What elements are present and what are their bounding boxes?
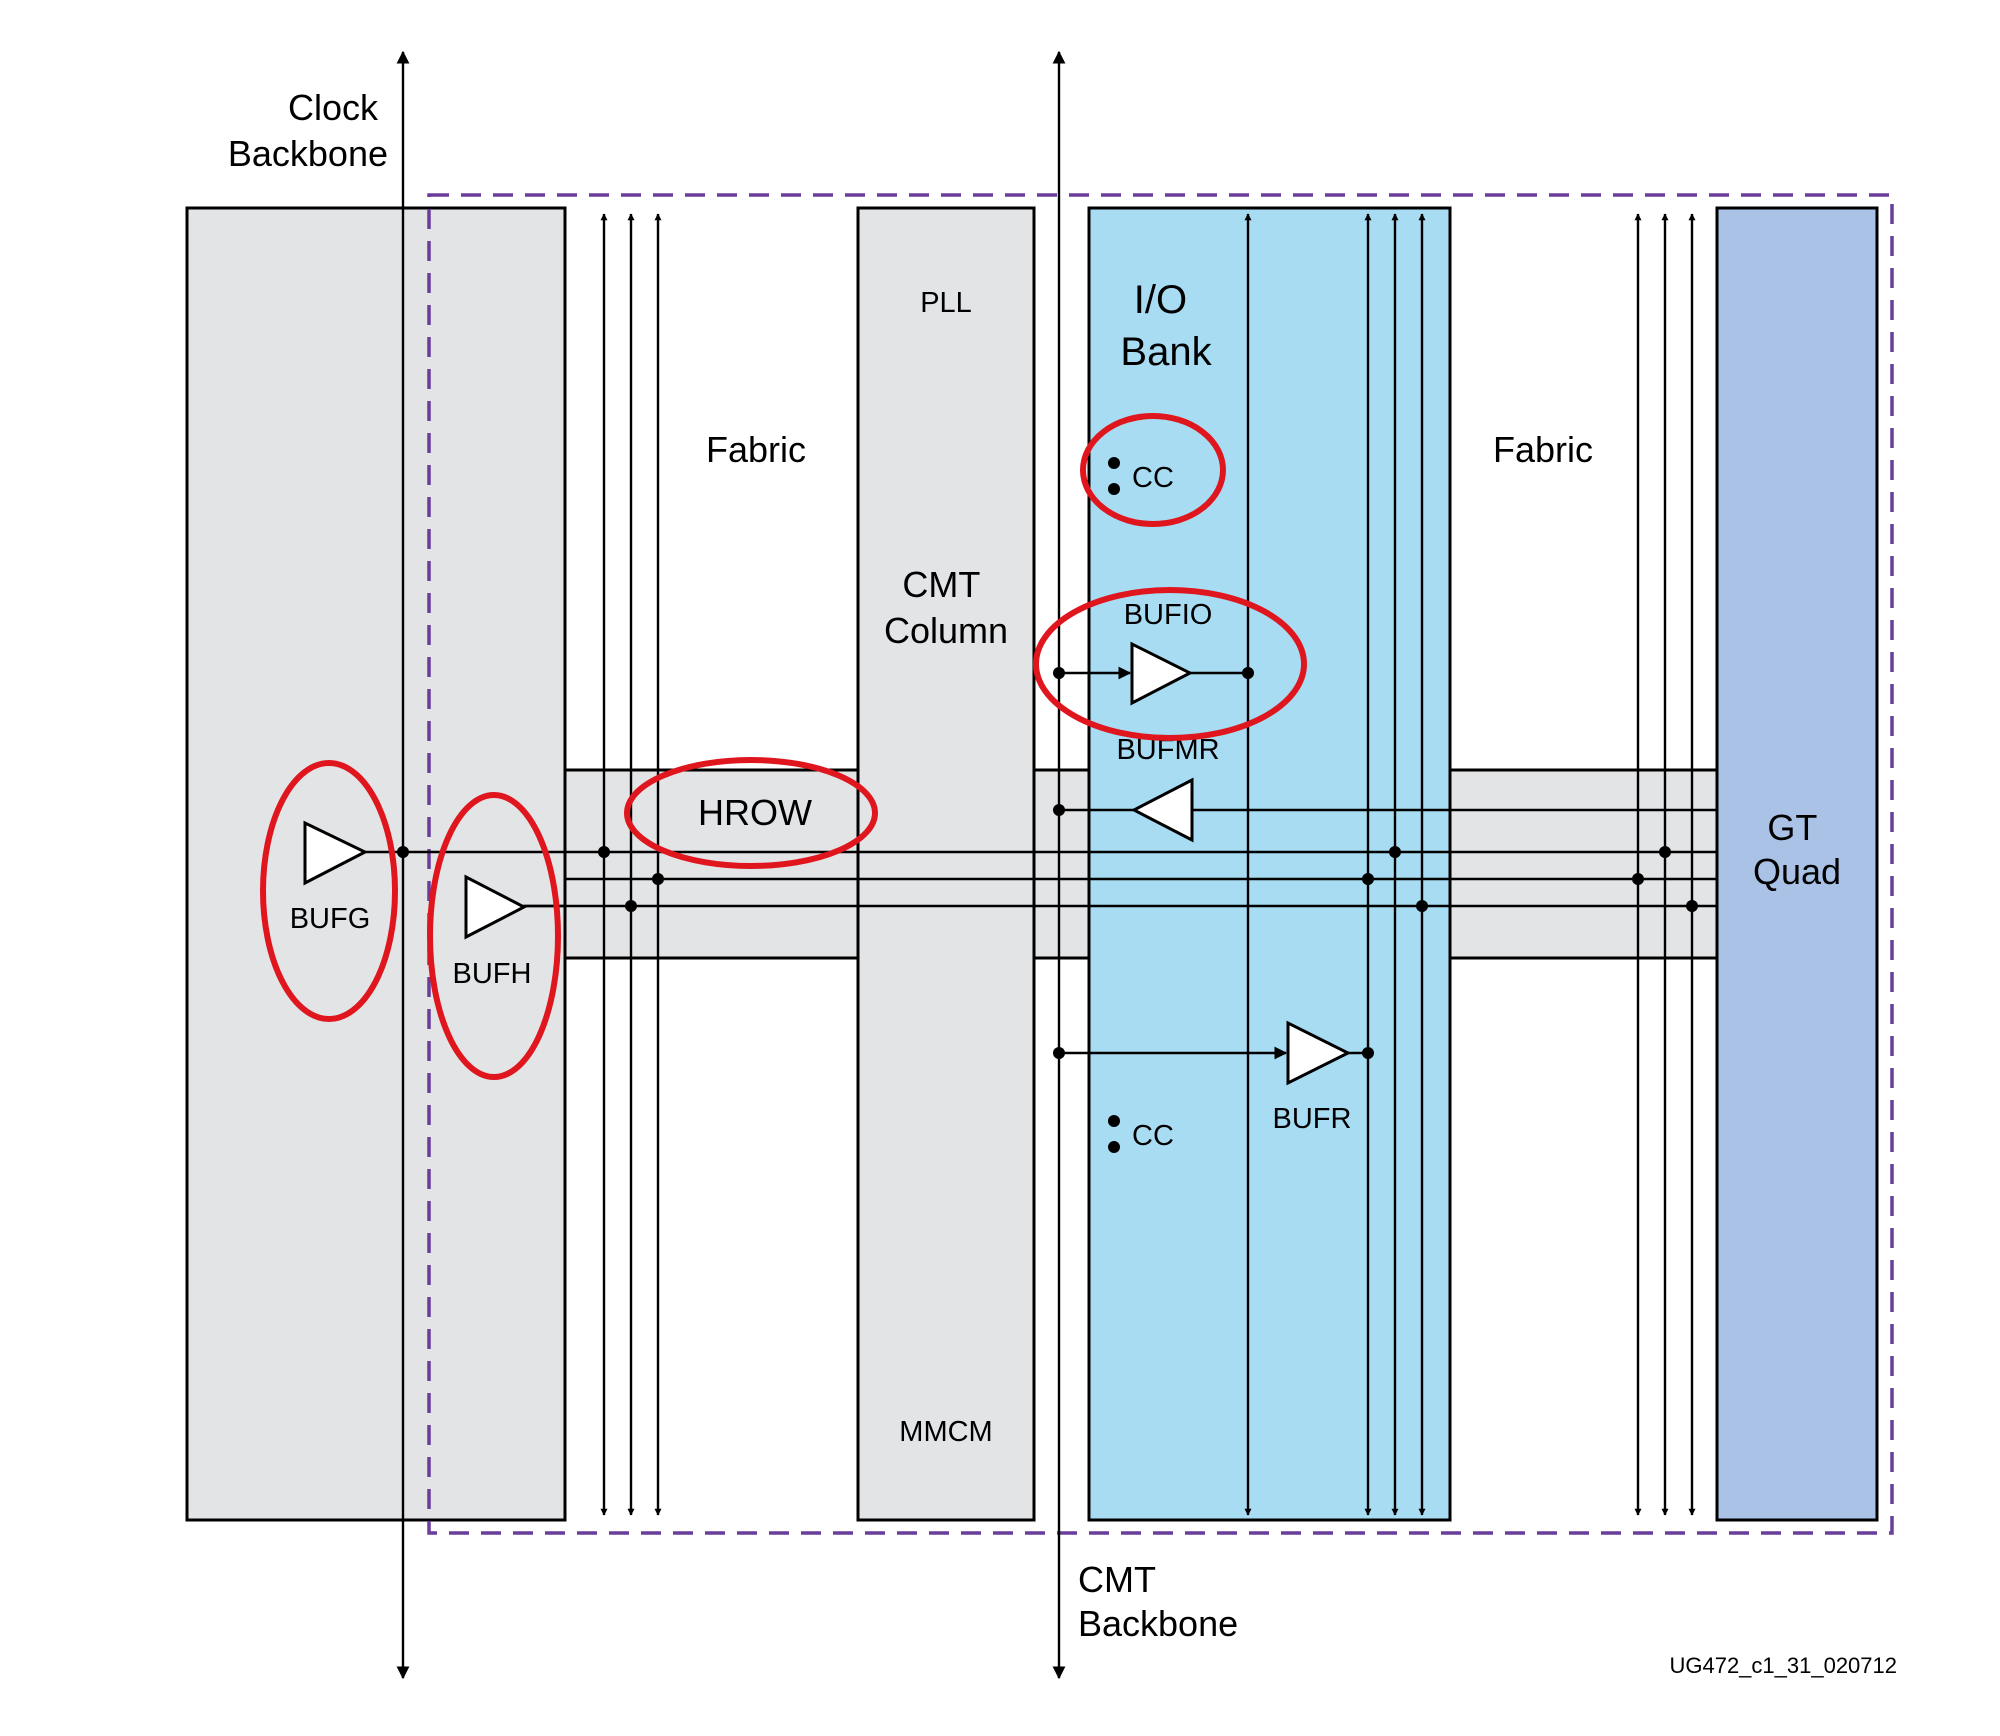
bufio-label: BUFIO	[1124, 599, 1213, 631]
highlight-bufh	[427, 792, 561, 1080]
highlight-ellipses	[260, 413, 1307, 1080]
pll-label: PLL	[920, 287, 972, 319]
hrow-band-right	[1448, 768, 1719, 960]
bufio-buffer	[1059, 641, 1248, 706]
bufg-label: BUFG	[290, 903, 371, 935]
hrow-label: HROW	[698, 792, 812, 833]
highlight-bufio	[1033, 587, 1307, 741]
gt-quad-block	[1715, 206, 1879, 1522]
horizontal-clock-lines	[403, 808, 1717, 908]
bufmr-buffer	[1130, 777, 1194, 843]
gt-quad-label: GT Quad	[1753, 807, 1841, 892]
cc-top-label: CC	[1132, 462, 1174, 494]
highlight-cc	[1080, 413, 1226, 527]
fabric-right-label: Fabric	[1493, 429, 1593, 470]
bufr-label: BUFR	[1273, 1103, 1352, 1135]
bufr-buffer	[1059, 1020, 1368, 1086]
hrow-band-middle	[1032, 768, 1091, 960]
cc-bottom-label: CC	[1132, 1120, 1174, 1152]
bufh-label: BUFH	[453, 958, 532, 990]
highlight-hrow	[624, 757, 878, 869]
cc-dots-bottom	[1108, 1115, 1120, 1153]
bufg-buffer	[303, 820, 403, 886]
clock-region-boundary	[427, 193, 1894, 1535]
clock-backbone-label: Clock Backbone	[228, 87, 388, 174]
fabric-clock-lines	[600, 213, 1696, 1516]
left-clock-block	[185, 206, 567, 1522]
cmt-column-block	[856, 206, 1036, 1522]
cmt-backbone-label: CMT Backbone	[1078, 1559, 1238, 1644]
figure-id-label: UG472_c1_31_020712	[1669, 1653, 1897, 1678]
cc-dots-top	[1108, 457, 1120, 495]
cmt-column-label: CMT Column	[884, 564, 1008, 651]
fabric-left-label: Fabric	[706, 429, 806, 470]
io-bank-label: I/O Bank	[1120, 278, 1212, 374]
mmcm-label: MMCM	[899, 1416, 992, 1448]
highlight-bufg	[260, 760, 398, 1022]
io-bank-block	[1087, 206, 1452, 1522]
